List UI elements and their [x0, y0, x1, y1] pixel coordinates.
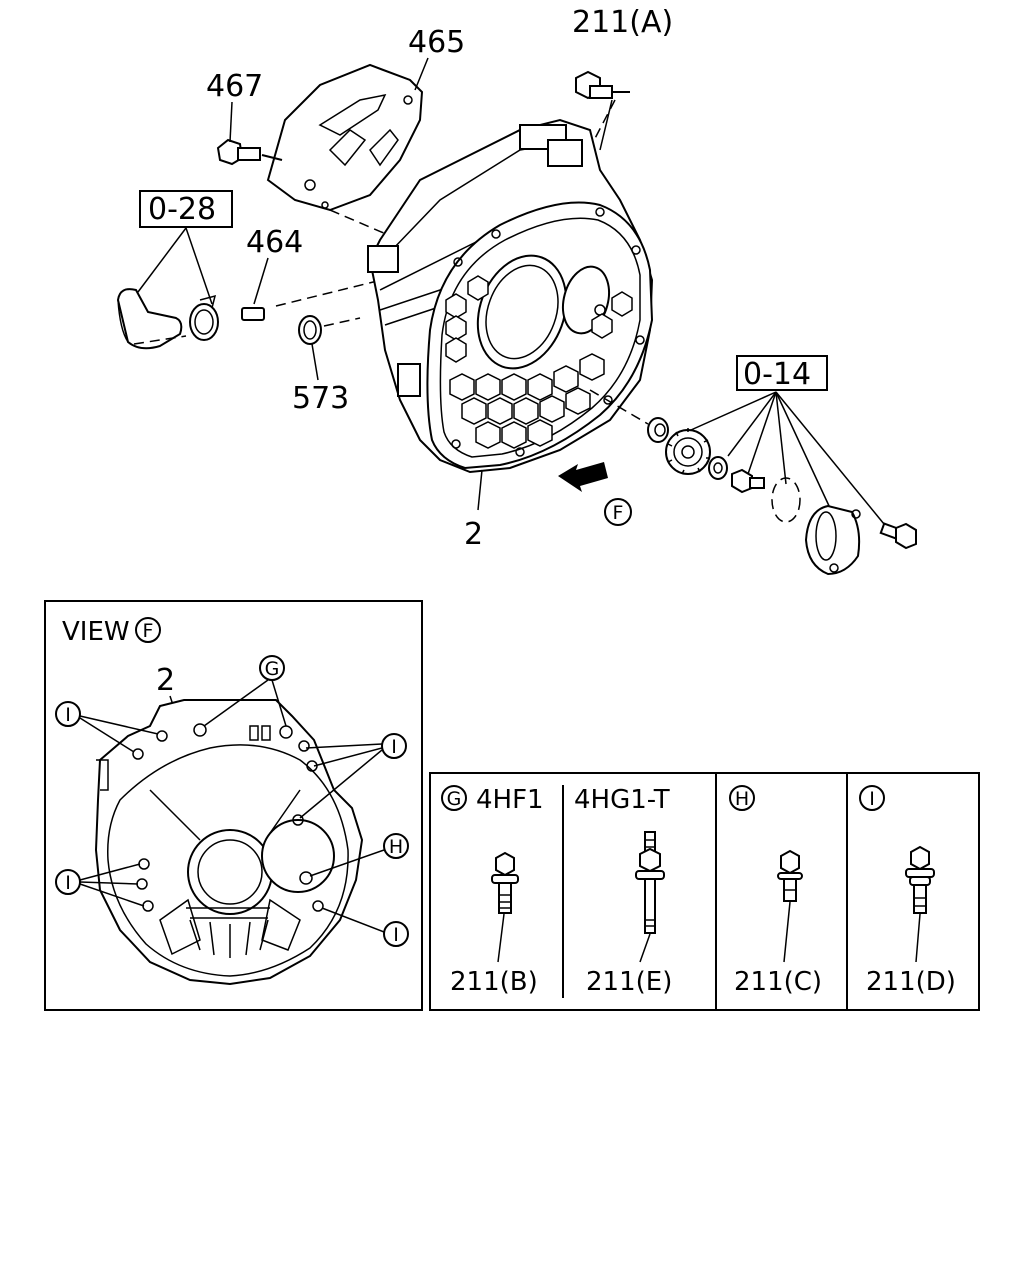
view-h-label: H — [389, 836, 403, 858]
bolt-211a — [575, 70, 630, 149]
leader-h — [309, 849, 385, 877]
cover — [804, 504, 861, 576]
label-211b: 211(B) — [450, 967, 538, 997]
view-i-circle-2 — [381, 733, 407, 759]
label-211c: 211(C) — [734, 967, 822, 997]
leader-i3c — [79, 883, 145, 907]
label-464: 464 — [246, 225, 303, 260]
nut — [647, 417, 669, 443]
view-i-label-4: I — [393, 924, 399, 946]
gasket — [771, 477, 801, 523]
leader-g1 — [203, 679, 269, 727]
leader-465 — [414, 57, 429, 91]
label-2: 2 — [464, 517, 483, 552]
leader-464 — [253, 257, 269, 305]
view-i-label-1: I — [65, 704, 71, 726]
bolt-table — [429, 772, 980, 1011]
view-f-box — [44, 600, 423, 1011]
clamp — [189, 294, 219, 341]
bolt-211c — [777, 849, 803, 902]
leader-i2a — [305, 743, 383, 749]
view-marker-label: F — [143, 620, 154, 642]
label-467: 467 — [206, 69, 263, 104]
honeycomb-pattern — [445, 275, 633, 449]
seal-573 — [298, 315, 361, 345]
leader-211a — [599, 99, 613, 151]
view-i-label-2: I — [391, 736, 397, 758]
view-arrow — [558, 462, 608, 492]
washer — [708, 456, 728, 480]
leader-i4 — [321, 907, 385, 933]
leader-467b — [261, 154, 283, 161]
table-i-circle — [859, 785, 885, 811]
plate-465 — [266, 63, 424, 212]
view-part-2: 2 — [156, 663, 175, 698]
leader-211d — [915, 913, 921, 963]
hose — [116, 288, 183, 350]
leader-467 — [229, 101, 233, 143]
table-h-circle — [729, 785, 755, 811]
leader-i2c — [299, 749, 383, 819]
gear — [665, 428, 711, 475]
flywheel-housing — [367, 118, 654, 474]
end-bolt — [879, 522, 917, 550]
leader-211b — [497, 913, 505, 963]
leader-hose-dash — [133, 335, 187, 345]
table-g-circle — [441, 785, 467, 811]
view-i-label-3: I — [65, 872, 71, 894]
leader-i1a — [79, 715, 159, 735]
leader-211e — [639, 933, 651, 963]
label-211a: 211(A) — [572, 5, 673, 40]
table-h-label: H — [735, 788, 749, 810]
view-marker-circle — [135, 617, 161, 643]
leader-014-dash — [589, 389, 649, 425]
housing-face-view — [94, 699, 364, 986]
bolt-211d — [905, 845, 935, 914]
view-h-circle — [383, 833, 409, 859]
leader-465-dash — [329, 209, 401, 241]
ref-box-028 — [139, 190, 233, 228]
label-211d: 211(D) — [866, 967, 956, 997]
leader-i2b — [313, 747, 383, 767]
view-i-circle-4 — [383, 921, 409, 947]
leader-028-a — [137, 227, 187, 293]
small-bolt — [731, 468, 765, 494]
marker-f-circle — [604, 498, 632, 526]
leader-028-b — [185, 227, 213, 305]
view-title: VIEW — [62, 617, 130, 647]
leaders-014 — [681, 391, 885, 525]
label-211e: 211(E) — [586, 967, 672, 997]
table-model-4hg1t: 4HG1-T — [574, 785, 670, 815]
washer-hole — [713, 462, 723, 474]
label-465: 465 — [408, 25, 465, 60]
leader-573 — [311, 343, 319, 381]
label-014: 0-14 — [743, 357, 811, 392]
marker-f-label: F — [613, 502, 624, 524]
leader-i1b — [79, 717, 135, 753]
view-g-label: G — [265, 658, 280, 680]
view-i-circle-1 — [55, 701, 81, 727]
ref-box-014 — [736, 355, 828, 391]
label-573: 573 — [292, 381, 349, 416]
leader-211c — [783, 901, 791, 963]
leader-2 — [477, 469, 483, 511]
table-model-4hf1: 4HF1 — [476, 785, 544, 815]
leader-i3a — [79, 863, 141, 881]
table-g-label: G — [447, 788, 462, 810]
label-028: 0-28 — [148, 192, 216, 227]
table-i-label: I — [869, 788, 875, 810]
stud-211e — [635, 831, 665, 934]
bolt-467 — [216, 138, 261, 166]
leader-i3b — [79, 881, 139, 885]
leader-g2 — [271, 679, 287, 727]
bolt-211b — [491, 851, 519, 914]
